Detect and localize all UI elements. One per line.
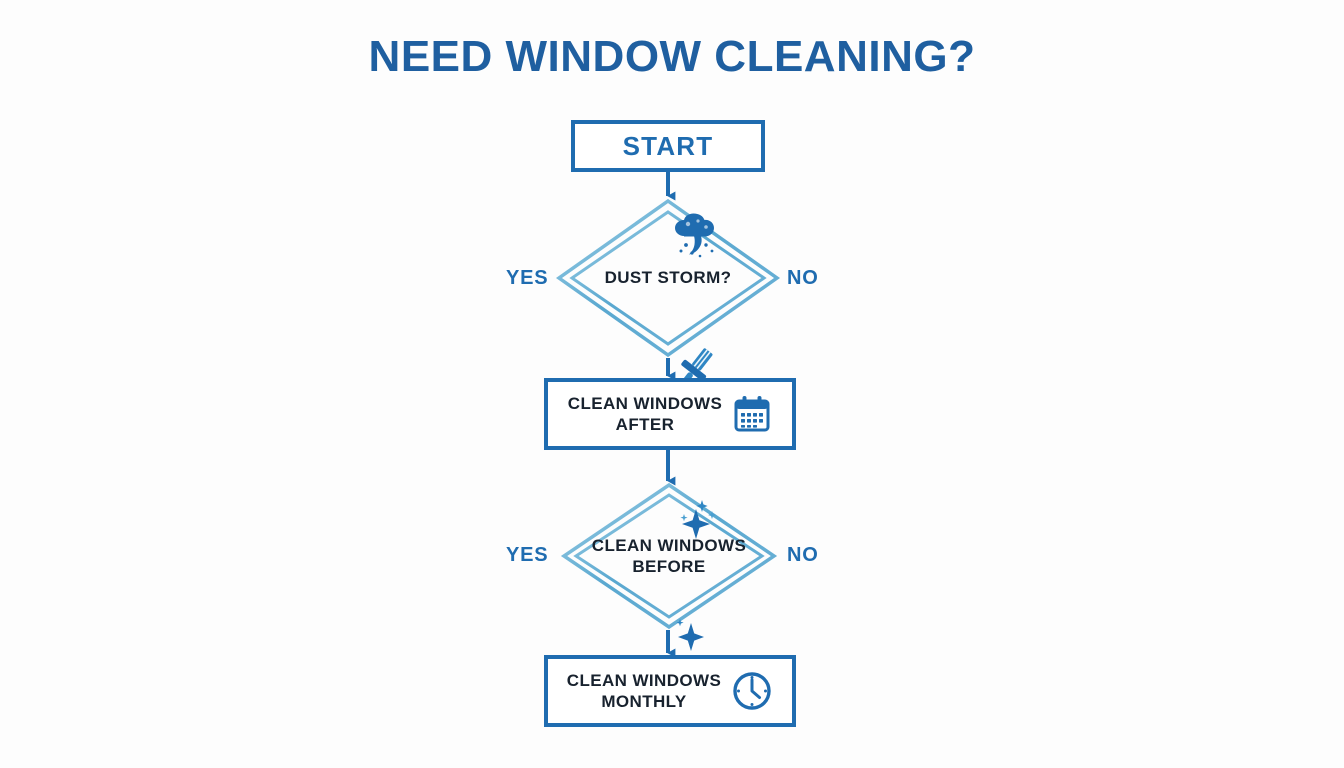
node-clean-monthly[interactable]: CLEAN WINDOWS MONTHLY: [544, 655, 796, 727]
node-clean-before-content: CLEAN WINDOWS BEFORE: [561, 482, 777, 651]
diamond-outline-clean-before: [560, 482, 778, 630]
branch-label-yes-clean-before: YES: [506, 544, 549, 566]
branch-label-yes-dust-storm: YES: [506, 267, 549, 289]
node-dust-storm[interactable]: DUST STORM?: [555, 198, 781, 390]
node-clean-before[interactable]: CLEAN WINDOWS BEFORE: [560, 482, 778, 651]
node-start-label: START: [622, 130, 714, 161]
diamond-outline-dust-storm: [555, 198, 781, 358]
node-clean-after[interactable]: CLEAN WINDOWS AFTER: [544, 378, 796, 450]
page-title: NEED WINDOW CLEANING?: [368, 32, 976, 81]
node-clean-after-label: CLEAN WINDOWS AFTER: [567, 393, 723, 434]
clock-icon: [731, 670, 773, 712]
node-clean-monthly-label: CLEAN WINDOWS MONTHLY: [566, 670, 722, 711]
branch-label-no-dust-storm: NO: [787, 267, 819, 289]
node-dust-storm-content: DUST STORM?: [556, 198, 780, 390]
node-clean-before-label: CLEAN WINDOWS BEFORE: [591, 535, 747, 576]
node-start[interactable]: START: [571, 120, 765, 172]
calendar-icon: [732, 394, 772, 434]
branch-label-no-clean-before: NO: [787, 544, 819, 566]
node-dust-storm-label: DUST STORM?: [604, 268, 732, 288]
